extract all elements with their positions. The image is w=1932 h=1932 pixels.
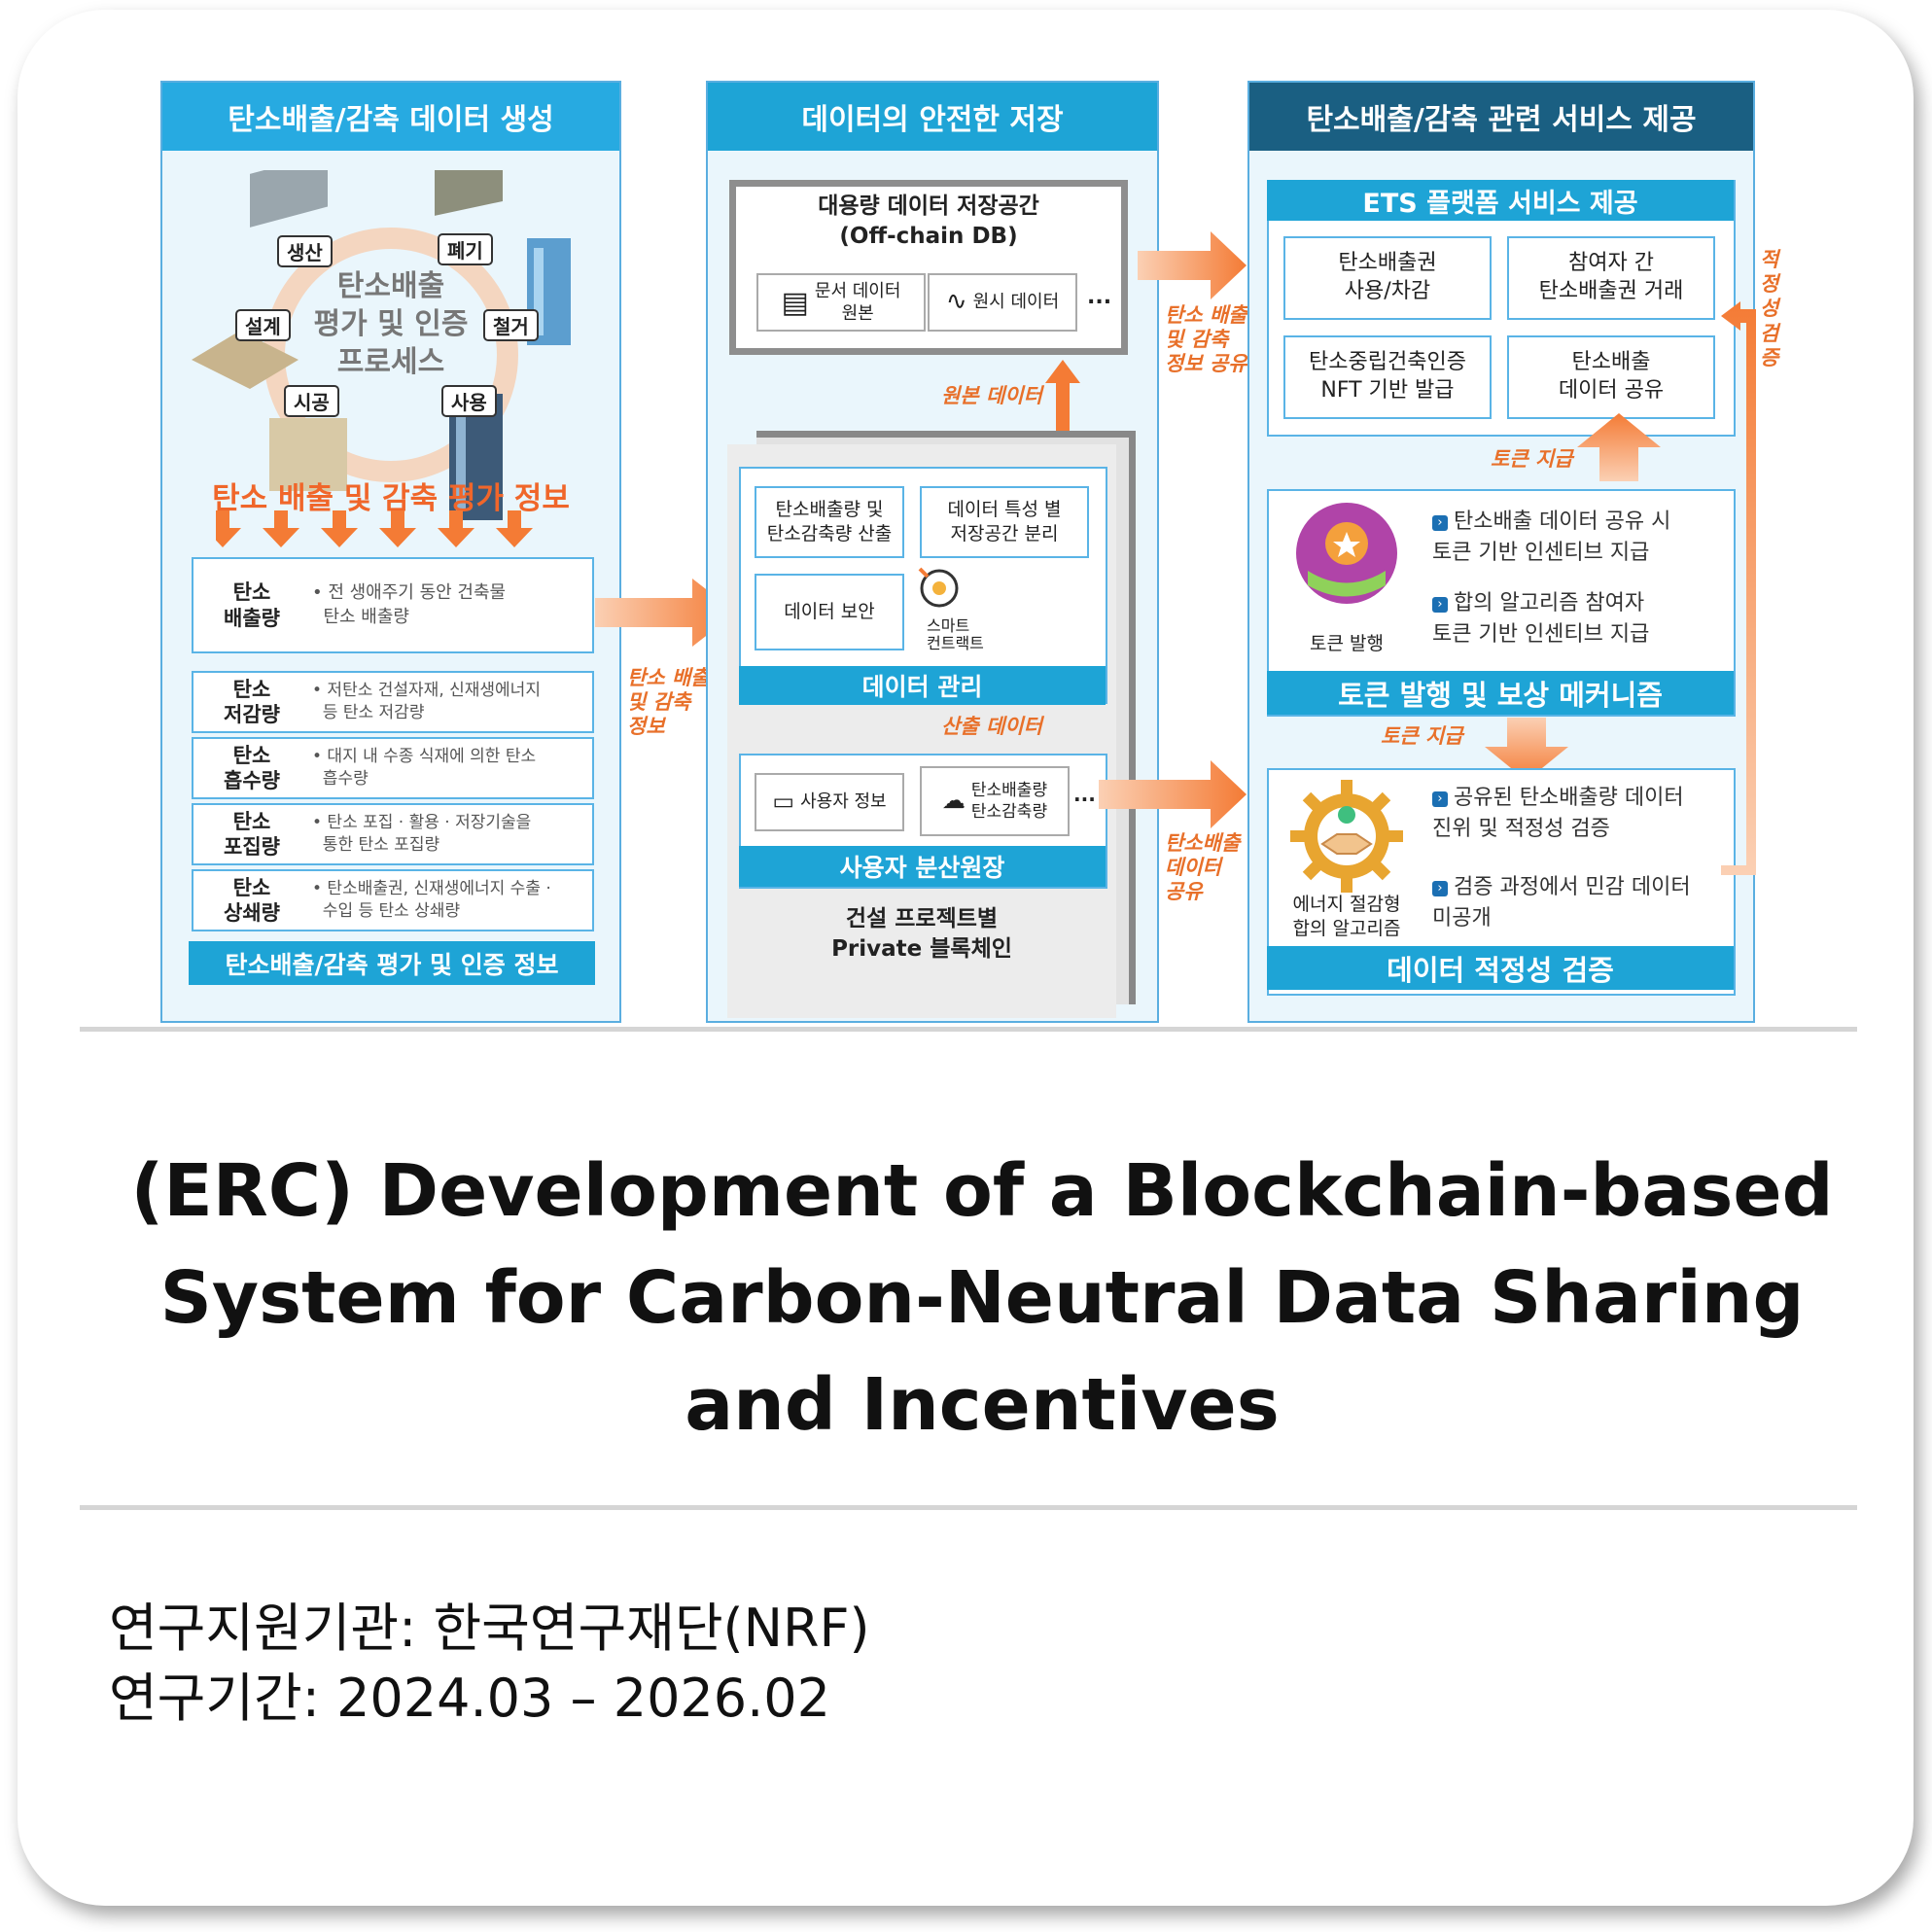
arrow-right-icon <box>1099 760 1247 828</box>
row-key: 탄소 상쇄량 <box>224 875 280 925</box>
panel-data-generation: 탄소배출/감축 데이터 생성 탄소배출 평가 및 인증 프로세스 생산 폐기 설… <box>160 81 621 1023</box>
arrow-right-icon <box>595 579 736 647</box>
token-issue-label: 토큰 발행 <box>1310 633 1384 654</box>
data-mgmt-bar: 데이터 관리 <box>739 666 1106 705</box>
token-icon <box>1296 503 1397 604</box>
research-period: 연구기간: 2024.03 – 2026.02 <box>109 1668 831 1729</box>
token-bullet-text: 합의 알고리즘 참여자 토큰 기반 인센티브 지급 <box>1432 591 1650 647</box>
panel-secure-storage: 데이터의 안전한 저장 대용량 데이터 저장공간 (Off-chain DB) … <box>706 81 1159 1023</box>
token-bullet: ›합의 알고리즘 참여자 토큰 기반 인센티브 지급 <box>1432 588 1734 650</box>
cycle-title: 탄소배출 평가 및 인증 프로세스 <box>313 269 469 379</box>
stage-label: 설계 <box>235 309 291 341</box>
row-desc: • 저탄소 건설자재, 신재생에너지 등 탄소 저감량 <box>312 681 541 722</box>
user-info-box: ▭ 사용자 정보 <box>755 773 904 831</box>
chevron-right-icon: › <box>1432 881 1448 896</box>
row-key: 탄소 배출량 <box>224 580 280 630</box>
verify-note: 적정성 검증 <box>1760 248 1779 369</box>
row-key: 탄소 포집량 <box>224 809 280 859</box>
service-box: 참여자 간 탄소배출권 거래 <box>1507 236 1715 320</box>
row-absorption: 탄소 흡수량 • 대지 내 수종 식재에 의한 탄소 흡수량 <box>192 737 594 799</box>
panel-services: 탄소배출/감축 관련 서비스 제공 ETS 플랫폼 서비스 제공 탄소배출권 사… <box>1247 81 1778 1023</box>
stage-label: 사용 <box>441 385 497 417</box>
row-key: 탄소 흡수량 <box>224 743 280 792</box>
panel-header: 탄소배출/감축 데이터 생성 <box>162 83 619 151</box>
security-box: 데이터 보안 <box>755 574 904 650</box>
doc-data-label: 문서 데이터 원본 <box>814 280 901 324</box>
token-pay-label-2: 토큰 지급 <box>1381 724 1463 748</box>
ellipsis: ... <box>1073 783 1096 806</box>
funding-agency: 연구지원기관: 한국연구재단(NRF) <box>109 1598 870 1659</box>
chevron-right-icon: › <box>1432 597 1448 613</box>
row-desc: • 전 생애주기 동안 건축물 탄소 배출량 <box>312 582 507 627</box>
arrow3-label: 탄소배출 데이터 공유 <box>1165 831 1241 904</box>
offchain-title: 대용량 데이터 저장공간 (Off-chain DB) <box>818 193 1039 250</box>
divider-bottom <box>80 1505 1857 1510</box>
co2-label: 탄소배출량 탄소감축량 <box>970 780 1048 822</box>
token-bullet-text: 탄소배출 데이터 공유 시 토큰 기반 인센티브 지급 <box>1432 509 1671 565</box>
up-arrow-icon <box>1577 413 1661 481</box>
raw-data-label: 원시 데이터 <box>972 292 1060 313</box>
down-arrows-icon <box>216 510 533 547</box>
stage-label: 철거 <box>483 309 539 341</box>
token-bullet: ›탄소배출 데이터 공유 시 토큰 기반 인센티브 지급 <box>1432 507 1734 569</box>
consensus-label: 에너지 절감형 합의 알고리즘 <box>1292 894 1401 939</box>
row-emission: 탄소 배출량 • 전 생애주기 동안 건축물 탄소 배출량 <box>192 557 594 653</box>
panel1-footer: 탄소배출/감축 평가 및 인증 정보 <box>189 941 595 985</box>
chevron-right-icon: › <box>1432 515 1448 531</box>
chain-label: 건설 프로젝트별 Private 블록체인 <box>831 906 1012 963</box>
divider-top <box>80 1027 1857 1032</box>
document-icon: ▤ <box>781 285 809 320</box>
service-box: 탄소배출 데이터 공유 <box>1507 335 1715 419</box>
raw-data-box: ∿ 원시 데이터 <box>928 273 1077 332</box>
arrow-right-icon <box>1138 231 1247 299</box>
row-desc: • 탄소배출권, 신재생에너지 수출 · 수입 등 탄소 상쇄량 <box>312 879 551 921</box>
calc-box: 탄소배출량 및 탄소감축량 산출 <box>755 486 904 558</box>
row-reduction: 탄소 저감량 • 저탄소 건설자재, 신재생에너지 등 탄소 저감량 <box>192 671 594 733</box>
feedback-arrow-icon <box>1721 301 1756 875</box>
row-desc: • 탄소 포집 · 활용 · 저장기술을 통한 탄소 포집량 <box>312 813 532 855</box>
original-data-label: 원본 데이터 <box>941 384 1042 407</box>
ets-title: ETS 플랫폼 서비스 제공 <box>1267 180 1734 221</box>
token-pay-label: 토큰 지급 <box>1491 447 1573 471</box>
calc-data-label: 산출 데이터 <box>941 715 1042 738</box>
row-desc: • 대지 내 수종 식재에 의한 탄소 흡수량 <box>312 747 537 789</box>
split-box: 데이터 특성 별 저장공간 분리 <box>920 486 1089 558</box>
down-arrow-icon <box>1485 718 1568 781</box>
panel-header: 탄소배출/감축 관련 서비스 제공 <box>1249 83 1753 151</box>
consensus-gear-icon <box>1290 780 1403 893</box>
row-offset: 탄소 상쇄량 • 탄소배출권, 신재생에너지 수출 · 수입 등 탄소 상쇄량 <box>192 869 594 931</box>
project-title-text: (ERC) Development of a Blockchain-based … <box>130 1149 1834 1447</box>
stage-label: 폐기 <box>438 233 493 265</box>
project-title: (ERC) Development of a Blockchain-based … <box>58 1138 1906 1458</box>
verify-bullet: ›검증 과정에서 민감 데이터 미공개 <box>1432 872 1734 934</box>
arrow2-label: 탄소 배출 및 감축 정보 공유 <box>1165 303 1247 376</box>
id-card-icon: ▭ <box>772 788 795 816</box>
panel-header: 데이터의 안전한 저장 <box>708 83 1157 151</box>
smart-contract-label: 스마트 컨트랙트 <box>927 616 984 653</box>
service-box: 탄소중립건축인증 NFT 기반 발급 <box>1283 335 1492 419</box>
arrow1-label: 탄소 배출 및 감축 정보 <box>627 666 710 739</box>
row-key: 탄소 저감량 <box>224 677 280 726</box>
stage-label: 생산 <box>277 235 333 267</box>
co2-cloud-icon: ☁ <box>941 787 966 815</box>
verify-bar: 데이터 적정성 검증 <box>1267 946 1734 990</box>
process-cycle-icon <box>192 170 571 520</box>
user-info-label: 사용자 정보 <box>800 791 887 813</box>
verify-bullet: ›공유된 탄소배출량 데이터 진위 및 적정성 검증 <box>1432 783 1734 845</box>
waveform-icon: ∿ <box>945 287 967 317</box>
ellipsis: ... <box>1087 285 1112 309</box>
verify-bullet-text: 검증 과정에서 민감 데이터 미공개 <box>1432 875 1691 931</box>
ledger-bar: 사용자 분산원장 <box>739 846 1106 887</box>
service-box: 탄소배출권 사용/차감 <box>1283 236 1492 320</box>
smart-contract-icon <box>918 567 959 608</box>
token-bar: 토큰 발행 및 보상 메커니즘 <box>1267 671 1734 715</box>
chevron-right-icon: › <box>1432 791 1448 807</box>
doc-data-box: ▤ 문서 데이터 원본 <box>756 273 926 332</box>
row-capture: 탄소 포집량 • 탄소 포집 · 활용 · 저장기술을 통한 탄소 포집량 <box>192 803 594 865</box>
verify-bullet-text: 공유된 탄소배출량 데이터 진위 및 적정성 검증 <box>1432 786 1684 841</box>
stage-label: 시공 <box>284 385 339 417</box>
co2-box: ☁ 탄소배출량 탄소감축량 <box>920 766 1070 836</box>
